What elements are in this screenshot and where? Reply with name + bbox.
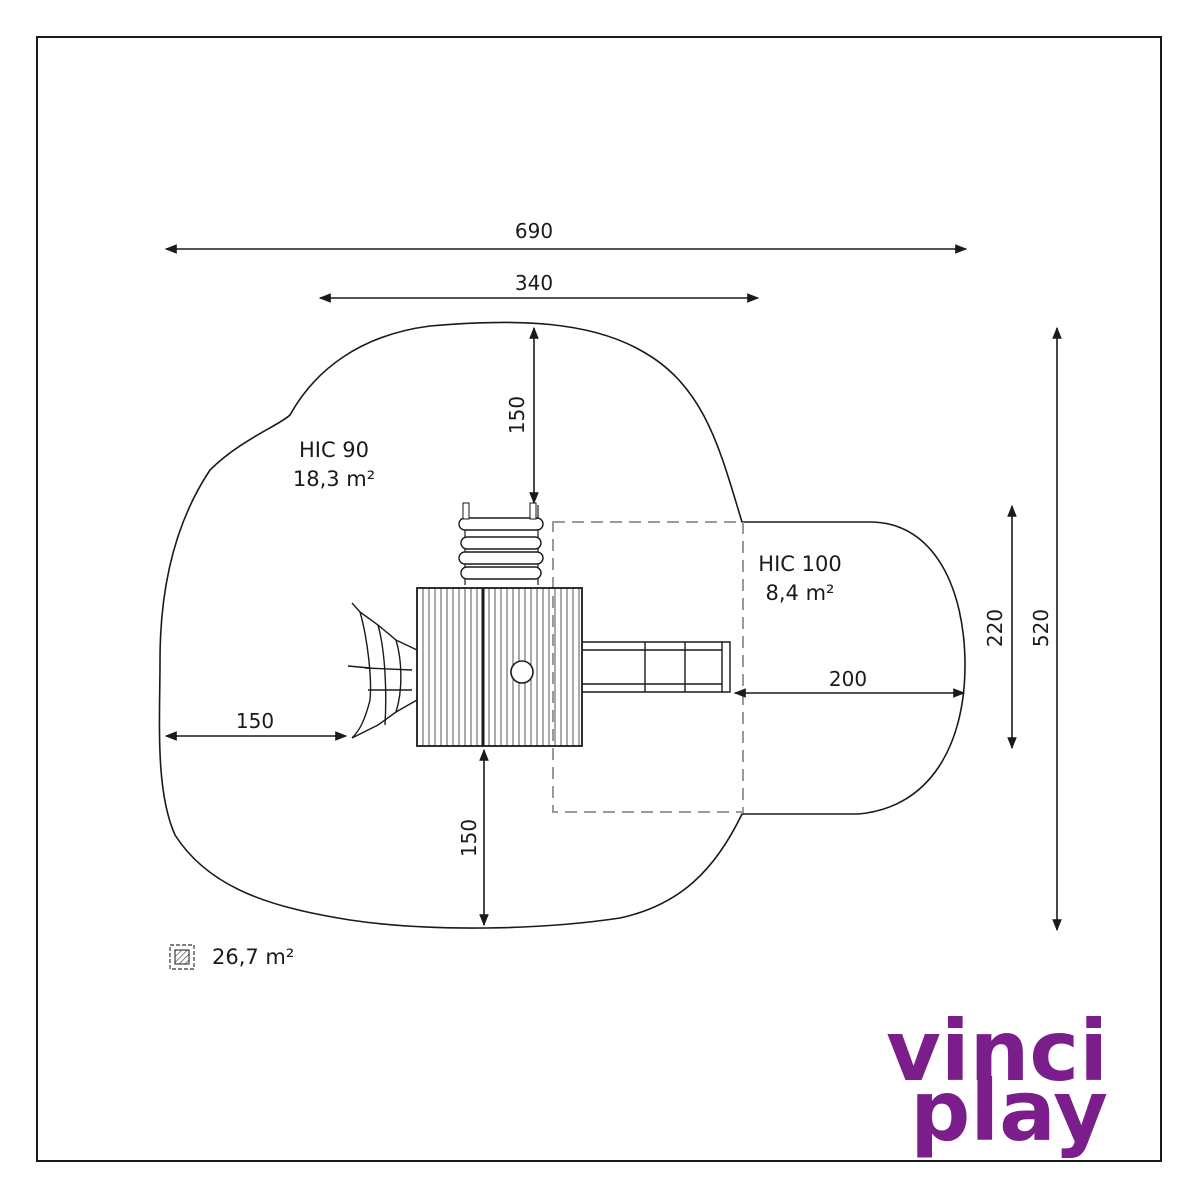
- hic100-zone-dashed: [552, 521, 744, 813]
- logo-line1: vinci: [886, 1002, 1108, 1100]
- surface-area-icon: [169, 944, 195, 970]
- dim-top-clearance-label: 150: [505, 396, 529, 434]
- dim-slide-runout-label: 200: [829, 667, 867, 691]
- zone-slide-name: HIC 100: [758, 552, 841, 576]
- logo-line2: play: [910, 1062, 1108, 1160]
- dimension-lines: [164, 244, 1062, 932]
- dim-slide-zone-label: 220: [983, 609, 1007, 647]
- net-climber: [347, 602, 418, 739]
- dim-total-width-label: 690: [515, 219, 553, 243]
- legend: 26,7 m²: [169, 944, 294, 970]
- dim-structure-width-label: 340: [515, 271, 553, 295]
- vinciplay-logo: vinci play: [886, 1002, 1108, 1160]
- safety-zone-outline: [158, 321, 966, 929]
- zone-slide-area: 8,4 m²: [766, 581, 835, 605]
- zone-main-name: HIC 90: [299, 438, 369, 462]
- dim-left-clearance-label: 150: [236, 709, 274, 733]
- drawing-frame: [36, 36, 1162, 1162]
- wave-climber: [458, 502, 544, 585]
- legend-total-area: 26,7 m²: [212, 945, 294, 969]
- zone-main-area: 18,3 m²: [293, 467, 375, 491]
- dim-bottom-clearance-label: 150: [457, 819, 481, 857]
- slide: [582, 641, 731, 693]
- dim-total-depth-label: 520: [1029, 609, 1053, 647]
- tower-deck: [416, 587, 583, 747]
